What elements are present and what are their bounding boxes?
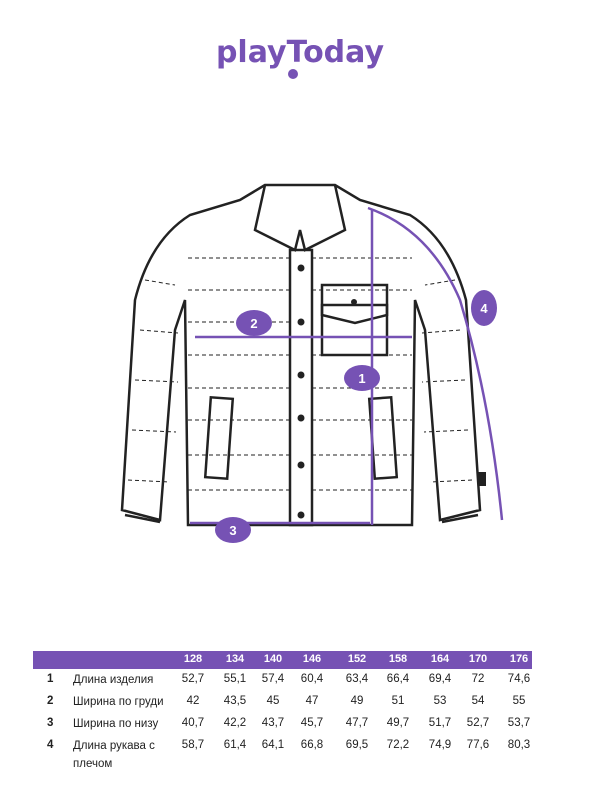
- cell-value: 53,7: [507, 717, 531, 729]
- size-header: 164: [430, 653, 450, 665]
- cell-value: 74,9: [428, 739, 452, 751]
- row-number: 1: [47, 673, 54, 685]
- marker-label: 1: [358, 371, 365, 386]
- size-table: 128 134 140 146 152 158 164 170 176 1 Длина издел…: [33, 651, 532, 770]
- cell-value: 47: [305, 695, 319, 707]
- cell-value: 45,7: [300, 717, 324, 729]
- cell-value: 47,7: [345, 717, 369, 729]
- table-row: 4 Длина рукава с плечом 58,7 61,4 64,1 66,8 69…: [33, 735, 532, 770]
- row-number: 2: [47, 695, 54, 707]
- cell-value: 54: [471, 695, 485, 707]
- cell-value: 57,4: [261, 673, 285, 685]
- row-label: Ширина по низу: [73, 718, 159, 730]
- cell-value: 43,5: [223, 695, 247, 707]
- marker-label: 3: [229, 523, 236, 538]
- marker-label: 2: [250, 316, 257, 331]
- cell-value: 51: [391, 695, 405, 707]
- cell-value: 42: [186, 695, 200, 707]
- cell-value: 74,6: [507, 673, 531, 685]
- marker-4: [471, 290, 497, 326]
- row-number: 4: [47, 739, 54, 751]
- cell-value: 40,7: [181, 717, 205, 729]
- cell-value: 66,4: [386, 673, 410, 685]
- svg-text:playToday: playToday: [216, 35, 385, 70]
- size-header: 146: [302, 653, 322, 665]
- table-row: 3 Ширина по низу 40,7 42,2 43,7 45,7 47,7 49,7 5…: [33, 713, 532, 735]
- jacket-diagram: 2 1 3 4: [120, 183, 504, 543]
- cell-value: 49: [350, 695, 364, 707]
- cell-value: 43,7: [261, 717, 285, 729]
- marker-label: 4: [480, 301, 488, 316]
- cell-value: 61,4: [223, 739, 247, 751]
- cell-value: 80,3: [507, 739, 531, 751]
- size-header-row: 128 134 140 146 152 158 164 170 176: [33, 651, 532, 669]
- row-label: Длина изделия: [73, 674, 154, 686]
- cell-value: 52,7: [181, 673, 205, 685]
- size-header: 152: [347, 653, 367, 665]
- row-label: Длина рукава с плечом: [73, 740, 155, 770]
- cell-value: 66,8: [300, 739, 324, 751]
- cell-value: 52,7: [466, 717, 490, 729]
- size-header: 140: [263, 653, 283, 665]
- cell-value: 72,2: [386, 739, 410, 751]
- marker-1: [344, 365, 380, 391]
- cell-value: 45: [266, 695, 280, 707]
- cell-value: 55: [512, 695, 526, 707]
- size-header: 158: [388, 653, 408, 665]
- cell-value: 63,4: [345, 673, 369, 685]
- marker-2: [236, 310, 272, 336]
- cell-value: 64,1: [261, 739, 285, 751]
- cell-value: 60,4: [300, 673, 324, 685]
- cell-value: 69,5: [345, 739, 369, 751]
- table-row: 1 Длина изделия 52,7 55,1 57,4 60,4 63,4 66,4 69…: [33, 669, 532, 691]
- row-label: Ширина по груди: [73, 696, 164, 708]
- cell-value: 58,7: [181, 739, 205, 751]
- row-number: 3: [47, 717, 54, 729]
- size-header: 176: [509, 653, 529, 665]
- size-header: 134: [225, 653, 245, 665]
- size-header: 170: [468, 653, 488, 665]
- cell-value: 49,7: [386, 717, 410, 729]
- table-row: 2 Ширина по груди 42 43,5 45 47 49 51 53 54 55: [33, 691, 532, 713]
- cell-value: 42,2: [223, 717, 247, 729]
- cell-value: 55,1: [223, 673, 247, 685]
- cell-value: 77,6: [466, 739, 490, 751]
- brand-logo: playToday: [0, 30, 600, 100]
- cell-value: 72: [471, 673, 485, 685]
- cell-value: 51,7: [428, 717, 452, 729]
- marker-3: [215, 517, 251, 543]
- cell-value: 53: [433, 695, 447, 707]
- cell-value: 69,4: [428, 673, 452, 685]
- size-header: 128: [183, 653, 203, 665]
